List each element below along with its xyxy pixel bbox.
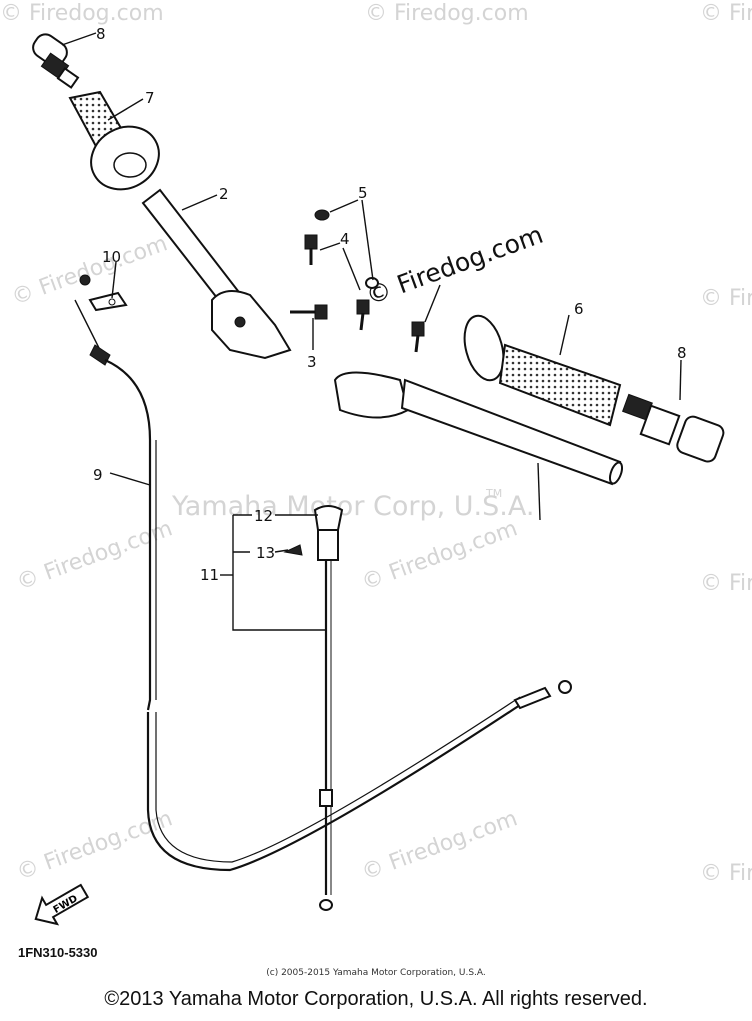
watermark-firedog-dark: © Firedog.com	[362, 220, 547, 311]
part-bolts-4-5	[304, 209, 425, 353]
watermark-yamaha: Yamaha Motor Corp, U.S.A.	[171, 491, 534, 522]
part-throttle-cable	[74, 274, 572, 872]
watermark-firedog: © Firedog.com	[700, 1, 752, 26]
watermark-firedog: © Firedog.com	[14, 806, 176, 885]
part-left-handlebar	[141, 188, 292, 360]
callout-2: 2	[219, 185, 229, 203]
footer-copyright: ©2013 Yamaha Motor Corporation, U.S.A. A…	[104, 988, 648, 1010]
watermark-firedog: © Firedog.com	[700, 286, 752, 311]
callout-11: 11	[200, 566, 219, 584]
callout-5: 5	[358, 184, 368, 202]
callout-9: 9	[93, 466, 103, 484]
part-right-grip	[463, 314, 622, 427]
watermark-firedog: © Firedog.com	[359, 516, 521, 595]
callout-13: 13	[256, 544, 275, 562]
callout-3: 3	[307, 353, 317, 371]
part-left-grip	[68, 90, 160, 191]
small-copyright: (c) 2005-2015 Yamaha Motor Corporation, …	[266, 968, 486, 978]
watermark-tm: TM	[485, 487, 502, 500]
part-washer-10	[88, 291, 128, 312]
forward-arrow: FWD	[34, 883, 90, 926]
diagram-code: 1FN310-5330	[18, 945, 98, 960]
watermark-firedog: © Firedog.com	[700, 861, 752, 886]
part-choke-cable	[283, 505, 344, 911]
watermark-firedog: © Firedog.com	[0, 1, 164, 26]
watermark-firedog: © Firedog.com	[9, 231, 171, 310]
watermark-firedog: © Firedog.com	[700, 571, 752, 596]
callout-10: 10	[102, 248, 121, 266]
callout-12: 12	[254, 507, 273, 525]
watermark-firedog: © Firedog.com	[359, 806, 521, 885]
part-end-weight-left	[32, 33, 80, 89]
watermark-firedog: © Firedog.com	[365, 1, 529, 26]
part-end-weight-right	[622, 393, 725, 463]
part-bolt-3	[290, 304, 328, 320]
callout-6: 6	[574, 300, 584, 318]
callout-7: 7	[145, 89, 155, 107]
callout-8-right: 8	[677, 344, 687, 362]
leader-lines	[61, 32, 682, 631]
callout-4: 4	[340, 230, 350, 248]
watermark-firedog: © Firedog.com	[14, 516, 176, 595]
part-right-handlebar	[333, 371, 624, 486]
callout-labels: 8 7 2 5 4 3 10 6 8 9 12 13 11	[93, 25, 687, 584]
callout-8-left: 8	[96, 25, 106, 43]
